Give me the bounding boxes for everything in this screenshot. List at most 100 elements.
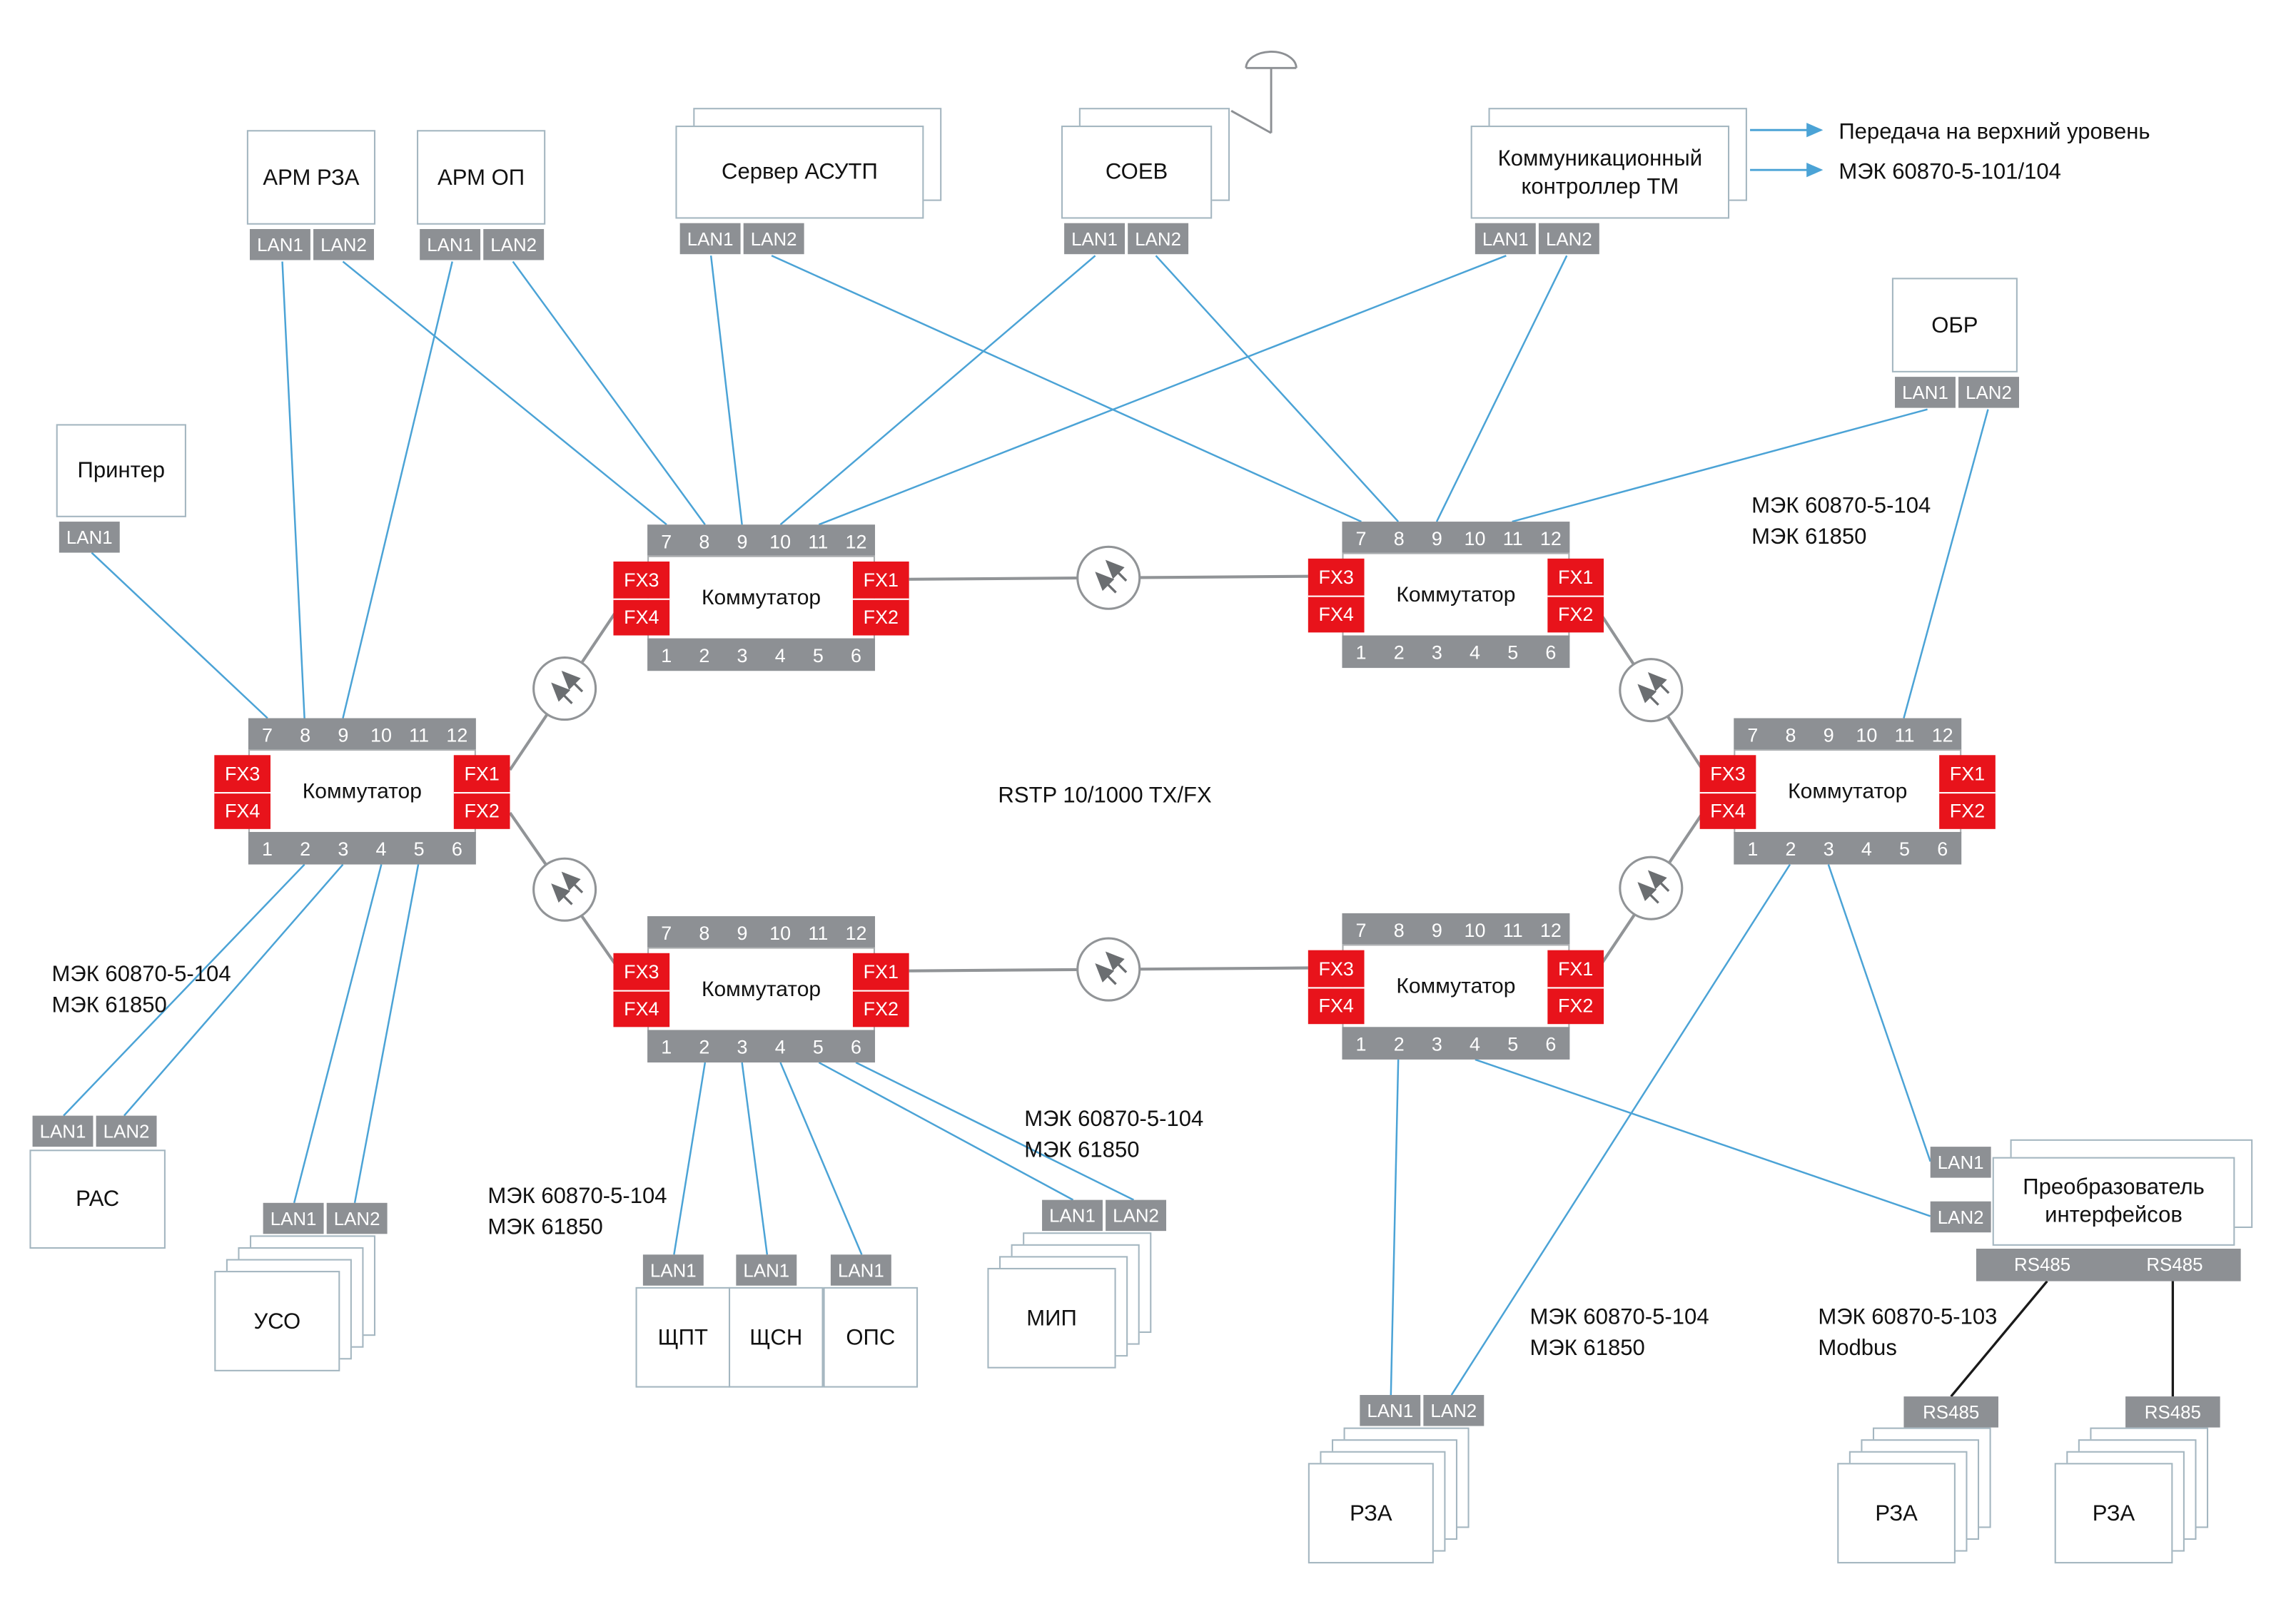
lan-links <box>63 255 1989 1396</box>
port-cell: 3 <box>338 837 349 860</box>
port-cell: 4 <box>375 837 387 860</box>
port-cell: 4 <box>774 643 786 666</box>
lan1-port: LAN1 <box>679 223 741 255</box>
shsn-ports: LAN1 <box>736 1254 797 1286</box>
protocol-line: МЭК 61850 <box>487 1214 603 1240</box>
lan2-port: LAN2 <box>1128 223 1189 255</box>
port-cell: 1 <box>661 643 672 666</box>
converter-lan1-port: LAN1 <box>1930 1147 1991 1178</box>
port-cell: 3 <box>737 1035 748 1057</box>
rza-rs2-ports: RS485 <box>2125 1396 2220 1428</box>
device-rza-rs1: РЗА <box>1837 1463 1956 1564</box>
port-cell: 6 <box>1545 1032 1557 1055</box>
lan2-port: LAN2 <box>96 1115 157 1147</box>
protocol-label-left: МЭК 60870-5-104 МЭК 61850 <box>51 959 231 1021</box>
converter-lan2-port: LAN2 <box>1930 1201 1991 1233</box>
uplink-arrows <box>1750 123 1824 178</box>
device-arm-op: АРМ ОП <box>417 130 546 225</box>
port-cell: 9 <box>737 529 748 552</box>
port-cell: 1 <box>1747 837 1759 860</box>
protocol-line: МЭК 60870-5-104 <box>1024 1107 1204 1132</box>
port-cell: 10 <box>769 921 791 944</box>
device-label: СОЕВ <box>1105 159 1168 185</box>
device-label: АРМ РЗА <box>263 164 360 191</box>
port-cell: 8 <box>699 529 710 552</box>
protocol-line: МЭК 61850 <box>1751 524 1867 550</box>
lan2-port: LAN2 <box>1106 1199 1167 1232</box>
port-cell: 5 <box>812 643 824 666</box>
port-cell: 11 <box>808 921 829 944</box>
port-cell: 10 <box>1464 527 1486 549</box>
fiber-node-icon <box>1076 545 1141 610</box>
port-cell: 3 <box>737 643 748 666</box>
port-cell: 6 <box>851 643 862 666</box>
fx4-port: FX4 <box>1308 594 1365 633</box>
port-cell: 9 <box>1823 723 1834 746</box>
port-cell: 12 <box>845 921 867 944</box>
fiber-node-icons <box>532 545 1684 1002</box>
port-cell: 12 <box>1931 723 1953 746</box>
port-cell: 4 <box>774 1035 786 1057</box>
fx1-port: FX1 <box>1939 755 1996 792</box>
lan1-port: LAN1 <box>642 1254 704 1286</box>
protocol-line: МЭК 60870-5-104 <box>51 962 231 988</box>
port-cell: 3 <box>1823 837 1834 860</box>
port-cell: 8 <box>1393 527 1405 549</box>
port-cell: 4 <box>1470 1032 1481 1055</box>
rs485-port: RS485 <box>2125 1396 2220 1428</box>
rs485-links <box>1950 1280 2175 1398</box>
device-obr: ОБР <box>1891 278 2018 372</box>
lan2-port: LAN2 <box>1958 377 2019 408</box>
device-label: ОБР <box>1931 313 1978 338</box>
fiber-node-icon <box>1619 856 1684 920</box>
rs485-port: RS485 <box>2013 1254 2071 1276</box>
fx4-port: FX4 <box>613 989 670 1027</box>
port-cell: 8 <box>699 921 710 944</box>
fx4-port: FX4 <box>214 791 270 829</box>
device-label: Коммуникационный контроллер ТМ <box>1498 144 1702 201</box>
device-label: Преобразователь интерфейсов <box>2023 1173 2205 1229</box>
switch-label: Коммутатор <box>647 555 876 640</box>
ring-protocol-label: RSTP 10/1000 TX/FX <box>998 783 1212 808</box>
fiber-node-icon <box>1619 658 1684 723</box>
device-label: МИП <box>1026 1305 1077 1331</box>
protocol-line: МЭК 60870-5-104 <box>1751 493 1931 519</box>
device-label: АРМ ОП <box>438 164 525 191</box>
port-cell: 8 <box>300 723 311 746</box>
fx3-port: FX3 <box>1699 755 1756 792</box>
arm-op-ports: LAN1 LAN2 <box>420 229 545 260</box>
protocol-label-uso: МЭК 60870-5-104 МЭК 61850 <box>487 1181 667 1243</box>
lan1-port: LAN1 <box>1360 1395 1421 1426</box>
port-cell: 2 <box>300 837 311 860</box>
printer-ports: LAN1 <box>59 522 120 553</box>
device-label: РЗА <box>1875 1501 1918 1526</box>
fx1-port: FX1 <box>1547 558 1604 595</box>
fiber-node-icon <box>532 656 597 721</box>
label-line1: Преобразователь <box>2023 1174 2205 1200</box>
device-shsn: ЩСН <box>729 1286 824 1388</box>
fx2-port: FX2 <box>852 597 909 636</box>
fx2-port: FX2 <box>1547 986 1604 1025</box>
converter-rs485-ports: RS485 RS485 <box>1976 1248 2241 1282</box>
antenna-icon <box>1230 51 1298 134</box>
lan1-port: LAN1 <box>1895 377 1956 408</box>
port-cell: 5 <box>413 837 425 860</box>
soev-ports: LAN1 LAN2 <box>1064 223 1189 255</box>
device-label: РЗА <box>1350 1501 1392 1526</box>
ras-ports: LAN1 LAN2 <box>32 1115 157 1147</box>
fx1-port: FX1 <box>852 561 909 598</box>
fiber-node-icon <box>532 857 597 922</box>
port-cell: 8 <box>1393 918 1405 941</box>
